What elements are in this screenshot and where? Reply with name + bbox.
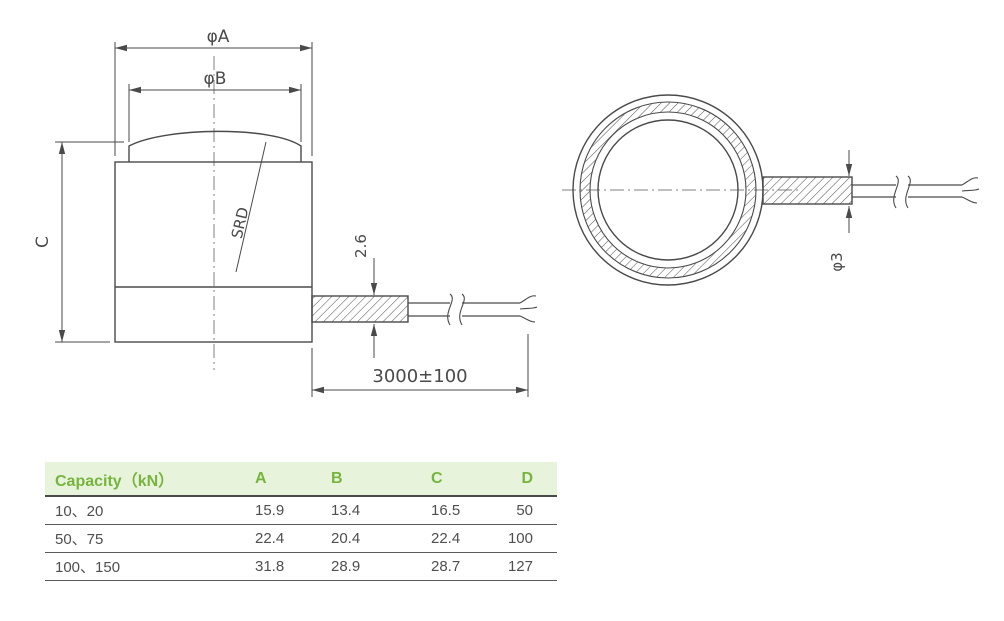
table-row: 50、75 22.4 20.4 22.4 100 — [45, 524, 557, 553]
label-phiB: φB — [204, 69, 227, 89]
label-cable-exit: 2.6 — [352, 234, 370, 258]
side-view-outline — [114, 130, 538, 343]
capacity-header: Capacity（kN） — [45, 462, 243, 497]
label-srd: SRD — [228, 206, 253, 241]
cable-sheath-top — [762, 176, 853, 205]
value-a: 31.8 — [243, 552, 319, 581]
label-C: C — [33, 236, 53, 248]
value-d: 127 — [503, 552, 557, 581]
col-header-b: B — [319, 462, 419, 497]
top-view-outline — [572, 94, 980, 286]
dimension-table-container: Capacity（kN） A B C D 10、20 15.9 13.4 16.… — [45, 462, 557, 581]
cable-frayed-end-top — [961, 177, 979, 186]
capacity-cell: 100、150 — [45, 552, 243, 581]
value-b: 28.9 — [319, 552, 419, 581]
value-a: 22.4 — [243, 524, 319, 553]
cable-break-symbol — [447, 293, 453, 326]
table-row: 10、20 15.9 13.4 16.5 50 — [45, 496, 557, 525]
value-d: 50 — [503, 496, 557, 525]
cable-sheath — [311, 295, 409, 323]
cap-outline — [128, 130, 302, 162]
value-c: 28.7 — [419, 552, 503, 581]
value-a: 15.9 — [243, 496, 319, 525]
dimension-table: Capacity（kN） A B C D 10、20 15.9 13.4 16.… — [45, 462, 557, 581]
label-cable-length: 3000±100 — [372, 366, 467, 387]
col-header-c: C — [419, 462, 503, 497]
col-header-a: A — [243, 462, 319, 497]
label-phiA: φA — [207, 27, 230, 47]
body-outline — [114, 161, 313, 343]
value-b: 20.4 — [319, 524, 419, 553]
side-view-dimensions — [55, 42, 529, 397]
cable-frayed-end — [519, 295, 537, 304]
srd-leader-line — [235, 141, 267, 273]
cable-break-symbol-top — [893, 175, 899, 209]
col-header-d: D — [503, 462, 557, 497]
table-row: 100、150 31.8 28.9 28.7 127 — [45, 552, 557, 581]
value-c: 22.4 — [419, 524, 503, 553]
value-b: 13.4 — [319, 496, 419, 525]
label-cable-diameter: φ3 — [828, 252, 846, 271]
table-header-row: Capacity（kN） A B C D — [45, 462, 557, 497]
value-c: 16.5 — [419, 496, 503, 525]
knurl-band — [580, 102, 756, 278]
capacity-cell: 10、20 — [45, 496, 243, 525]
value-d: 100 — [503, 524, 557, 553]
capacity-cell: 50、75 — [45, 524, 243, 553]
inner-circle — [597, 119, 739, 261]
